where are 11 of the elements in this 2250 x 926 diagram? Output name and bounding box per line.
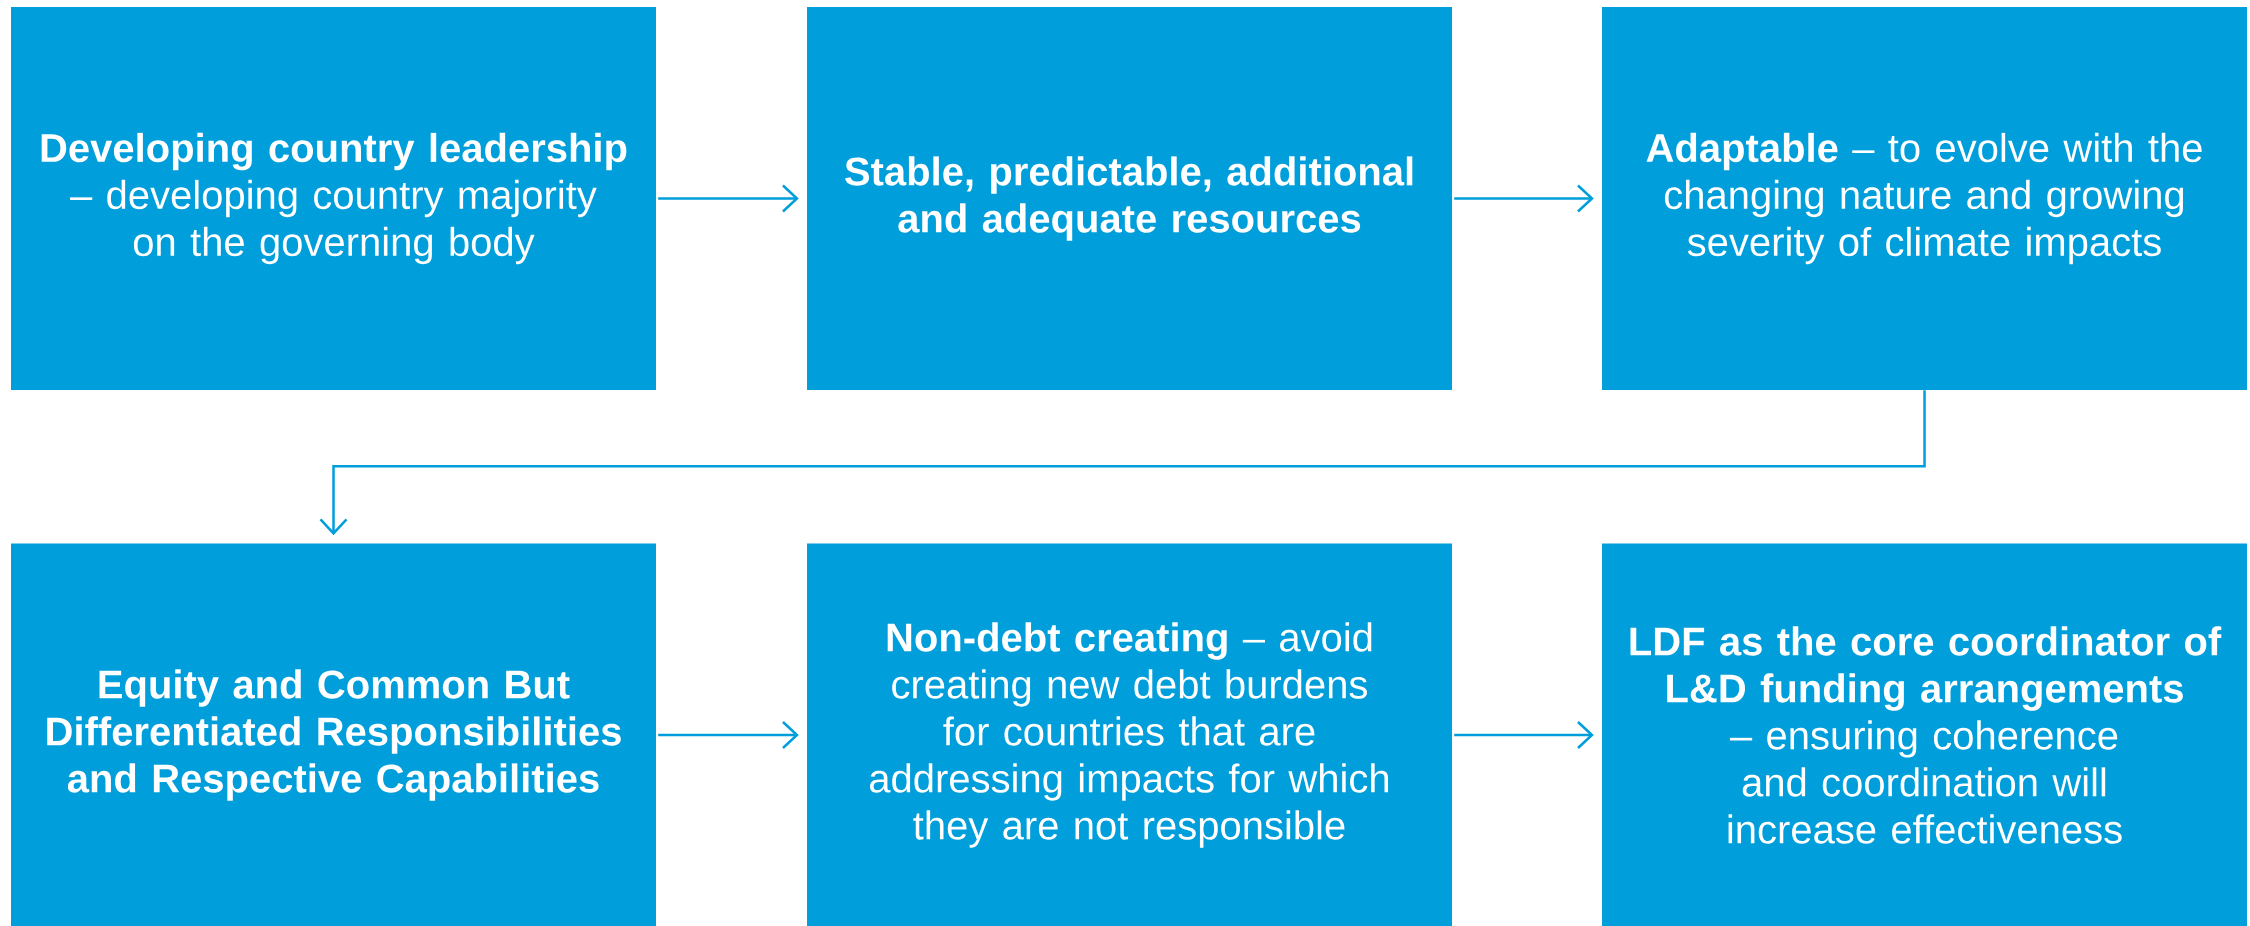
- arrow: [658, 184, 799, 213]
- arrow: [658, 721, 799, 749]
- process-box: Non-debt creating – avoid creating new debt burdens for countries that are addressing impacts for which they are not responsible: [807, 543, 1452, 926]
- process-box: Equity and Common But Differentiated Responsibilities and Respective Capabilities: [11, 543, 656, 926]
- arrow: [319, 390, 1926, 536]
- process-box: Stable, predictable, additional and adequate resources: [807, 7, 1452, 390]
- arrow: [1454, 184, 1594, 213]
- process-box: LDF as the core coordinator of L&D funding arrangements – ensuring coherence and coordination will increase effectiveness: [1602, 543, 2248, 926]
- process-box: Adaptable – to evolve with the changing nature and growing severity of climate impacts: [1602, 7, 2248, 390]
- process-box: Developing country leadership – developing country majority on the governing body: [11, 7, 656, 390]
- arrow: [1454, 721, 1594, 749]
